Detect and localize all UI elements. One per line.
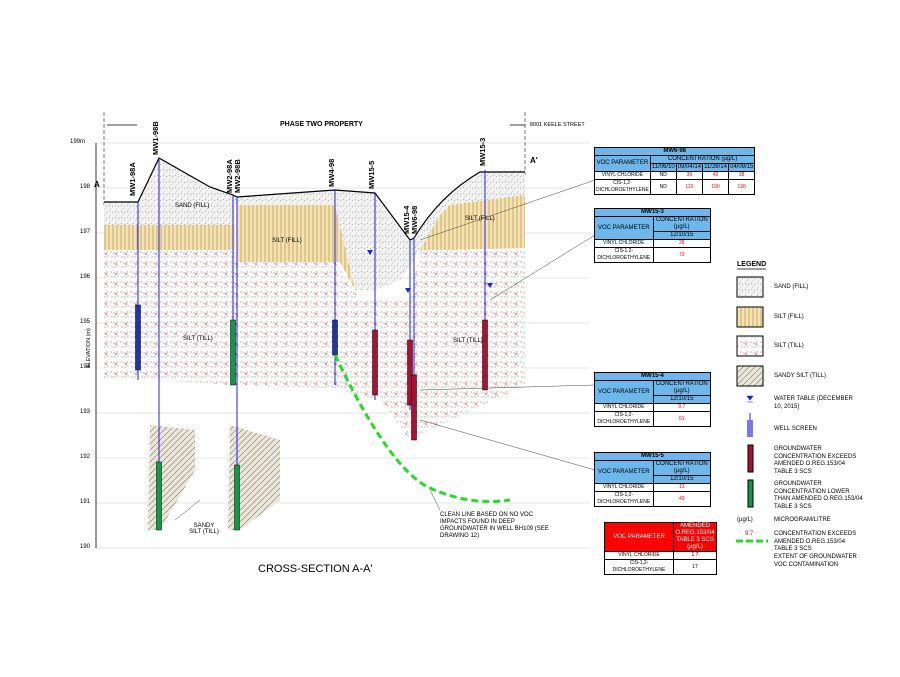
- sandy-silt-layer-1: [148, 425, 195, 530]
- layer-label: SAND (FILL): [175, 203, 210, 209]
- leader-lines: [174, 179, 596, 521]
- property-boundary: [103, 112, 526, 205]
- tick: 195: [80, 319, 91, 325]
- well-label: MW1-98B: [151, 121, 160, 155]
- sandy-silt-layer-2: [228, 425, 280, 530]
- silt-fill-layer: [104, 225, 235, 250]
- layer-label: SILT (FILL): [272, 238, 302, 244]
- legend-title: LEGEND: [737, 261, 767, 268]
- well-label: MW2-98B: [233, 159, 242, 193]
- property-label: PHASE TWO PROPERTY: [280, 121, 363, 128]
- legend-item: SILT (TILL): [774, 343, 804, 349]
- legend-item: EXTENT OF GROUNDWATER VOC CONTAMINATION: [774, 554, 857, 568]
- well-label: MW6-98: [410, 205, 419, 234]
- street-label: 8001 KEELE STREET: [530, 122, 585, 128]
- water-table-icon: [367, 250, 493, 293]
- well-label: MW4-98: [327, 158, 336, 187]
- silt-fill-layer-2: [237, 205, 355, 290]
- legend-item: GROUNDWATER CONCENTRATION EXCEEDS AMENDE…: [774, 446, 857, 475]
- legend-item: SAND (FILL): [774, 284, 809, 290]
- legend-symbol: (µg/L): [737, 517, 753, 523]
- ground-surface: [104, 157, 525, 241]
- tick: 196: [80, 274, 91, 280]
- legend-item: WATER TABLE (DECEMBER 10, 2015): [774, 396, 853, 410]
- layer-label: SANDY SILT (TILL): [189, 523, 219, 535]
- tick: 194: [80, 364, 91, 370]
- tick: 199m: [70, 139, 86, 145]
- silt-till-layer: [104, 248, 525, 440]
- legend-item: CONCENTRATION EXCEEDS AMENDED O.REG.153/…: [774, 531, 857, 552]
- legend-item: WELL SCREEN: [774, 426, 817, 432]
- tick: 191: [80, 499, 91, 505]
- tick: 193: [80, 409, 91, 415]
- legend-symbol: 9.7: [745, 531, 754, 537]
- tick: 190: [80, 544, 91, 550]
- sand-fill-layer: [104, 158, 525, 290]
- clean-line: [333, 354, 511, 503]
- tick: 192: [80, 454, 91, 460]
- y-axis-label: ELEVATION (m): [86, 328, 92, 368]
- clean-line-note: CLEAN LINE BASED ON NO VOC IMPACTS FOUND…: [440, 512, 549, 539]
- legend-item: SANDY SILT (TILL): [774, 373, 827, 379]
- well-label: MW15-3: [478, 137, 487, 166]
- tick: 198: [80, 184, 91, 190]
- layer-label: SILT (TILL): [183, 336, 213, 342]
- well-screens: [135, 304, 488, 531]
- well-label: MW1-98A: [128, 162, 137, 196]
- layer-label: SILT (TILL): [453, 338, 483, 344]
- legend-item: MICROGRAM/LITRE: [774, 517, 831, 523]
- section-title: CROSS-SECTION A-A': [258, 563, 373, 575]
- well-label: MW15-5: [367, 160, 376, 189]
- silt-fill-layer-3: [420, 195, 525, 250]
- tick: 197: [80, 229, 91, 235]
- legend-swatches: [736, 276, 764, 508]
- section-start-label: A: [94, 180, 100, 189]
- section-end-label: A': [530, 156, 538, 165]
- legend-item: GROUNDWATER CONCENTRATION LOWER THAN AME…: [774, 481, 863, 510]
- layer-label: SILT (FILL): [465, 216, 495, 222]
- legend-item: SILT (FILL): [774, 314, 804, 320]
